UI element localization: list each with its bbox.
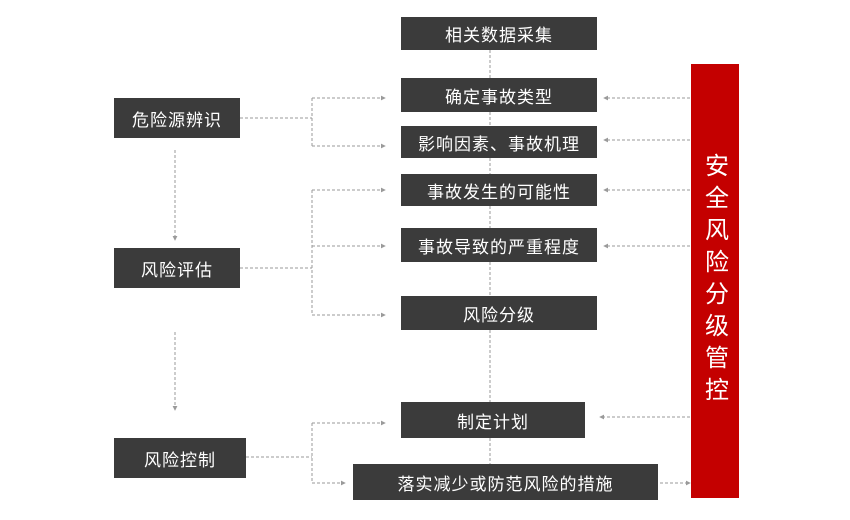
step-label: 落实减少或防范风险的措施 — [397, 474, 614, 495]
side-title-bar: 安全风险分级管控 — [691, 64, 739, 498]
step-hazard-identification: 危险源辨识 — [114, 98, 240, 138]
step-label: 危险源辨识 — [132, 110, 222, 131]
step-label: 确定事故类型 — [445, 87, 553, 108]
step-risk-grading: 风险分级 — [401, 296, 597, 330]
step-label: 事故发生的可能性 — [427, 182, 571, 203]
step-label: 风险控制 — [144, 450, 216, 471]
step-label: 相关数据采集 — [445, 26, 553, 46]
side-title: 安全风险分级管控 — [700, 153, 729, 409]
step-severity: 事故导致的严重程度 — [401, 228, 597, 262]
step-factors-mechanism: 影响因素、事故机理 — [401, 126, 597, 158]
step-label: 制定计划 — [457, 412, 529, 433]
step-label: 事故导致的严重程度 — [418, 237, 580, 258]
step-accident-type: 确定事故类型 — [401, 78, 597, 112]
step-risk-control: 风险控制 — [114, 438, 246, 478]
step-make-plan: 制定计划 — [401, 402, 585, 438]
step-label: 风险评估 — [141, 260, 213, 281]
step-probability: 事故发生的可能性 — [401, 174, 597, 206]
step-label: 影响因素、事故机理 — [418, 134, 580, 155]
step-label: 风险分级 — [463, 305, 535, 326]
step-risk-assessment: 风险评估 — [114, 248, 240, 288]
step-data-collection: 相关数据采集 — [401, 17, 597, 50]
step-implement-measures: 落实减少或防范风险的措施 — [353, 464, 658, 500]
